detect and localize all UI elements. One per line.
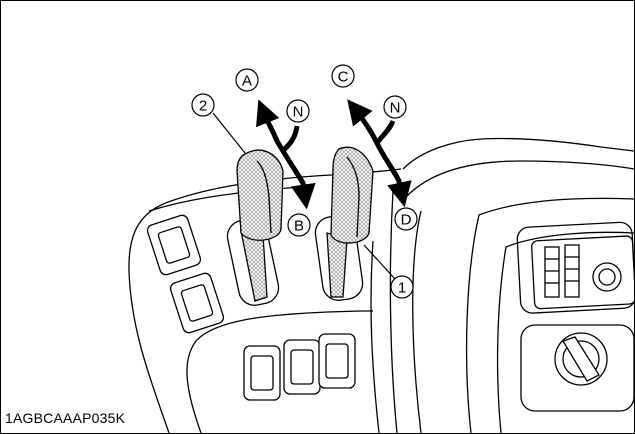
dashboard-unit xyxy=(467,198,635,433)
circle-label-c: C xyxy=(332,65,354,87)
circle-label-n-left: N xyxy=(287,100,309,122)
figure-code: 1AGBCAAAP035K xyxy=(5,410,125,426)
label-c-text: C xyxy=(338,69,349,86)
circle-label-n-right: N xyxy=(384,96,406,118)
circle-label-b: B xyxy=(288,214,310,236)
circle-label-d: D xyxy=(395,208,417,230)
callout-2-text: 2 xyxy=(199,98,207,115)
label-a-text: A xyxy=(242,73,252,90)
label-n-left-text: N xyxy=(293,104,304,121)
label-b-text: B xyxy=(294,218,304,235)
label-n-right-text: N xyxy=(390,100,401,117)
callout-2: 2 xyxy=(192,94,214,116)
callout-1: 1 xyxy=(391,276,413,298)
left-switch-lower xyxy=(169,272,225,334)
label-d-text: D xyxy=(401,212,412,229)
bottom-switch-row xyxy=(244,334,355,400)
callout-1-text: 1 xyxy=(398,280,406,297)
left-switch-upper xyxy=(146,214,202,276)
circle-label-a: A xyxy=(236,69,258,91)
